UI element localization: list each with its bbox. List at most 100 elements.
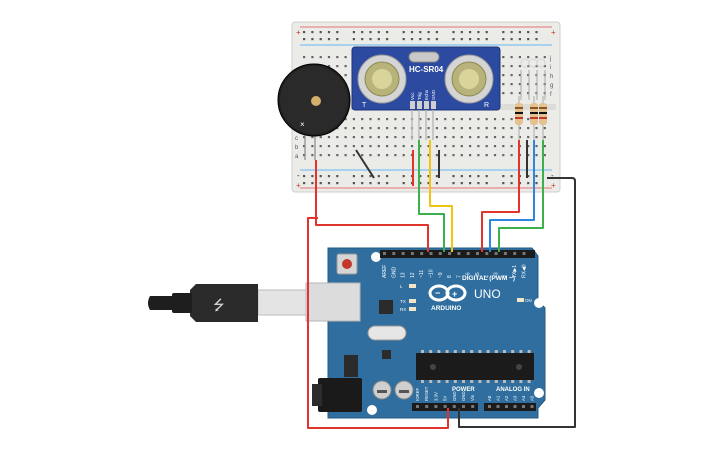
- arduino-logo: − +: [428, 284, 467, 302]
- wire-green: [498, 140, 544, 252]
- usb-icon: ⭍: [213, 297, 225, 313]
- power-pin-label: Vin: [470, 394, 475, 401]
- header-pin[interactable]: [494, 252, 498, 255]
- wire-yellow: [429, 140, 453, 252]
- analog-pin-label: A1: [496, 395, 501, 401]
- on-led: [517, 298, 524, 302]
- header-pin[interactable]: [448, 252, 452, 255]
- breadboard-row-label: c: [295, 136, 298, 142]
- header-pin[interactable]: [471, 405, 475, 408]
- digital-pin-label: 2: [503, 275, 509, 278]
- header-pin[interactable]: [488, 405, 491, 408]
- digital-pin-label: 7: [456, 275, 462, 278]
- header-pin[interactable]: [443, 405, 447, 408]
- header-pin[interactable]: [392, 252, 396, 255]
- analog-header: [484, 403, 536, 411]
- wires: [307, 140, 576, 429]
- header-pin[interactable]: [513, 252, 517, 255]
- power-pin-label: GND: [461, 391, 466, 401]
- led-green: [536, 58, 546, 68]
- usb-cable-end: [148, 296, 174, 310]
- breadboard-row-label: i: [550, 65, 551, 71]
- resistors: [515, 96, 547, 140]
- header-pin[interactable]: [425, 405, 429, 408]
- digital-pin-label: 13: [401, 272, 407, 278]
- analog-pin-label: A3: [513, 395, 518, 401]
- breadboard-row-label: h: [550, 74, 553, 80]
- header-pin[interactable]: [496, 405, 500, 408]
- piezo-buzzer: ×: [277, 63, 351, 160]
- digital-pin-label: ~3: [494, 272, 500, 278]
- header-pin[interactable]: [485, 252, 489, 255]
- power-pin-label: 5V: [443, 396, 448, 401]
- header-pin[interactable]: [434, 405, 438, 408]
- power-label: POWER: [452, 387, 475, 393]
- header-pin[interactable]: [476, 252, 479, 255]
- ultrasonic-sensor: HC-SR04 T R Vcc Trig Echo GND: [351, 46, 501, 140]
- wire-red: [481, 140, 520, 252]
- wire-green: [418, 140, 445, 252]
- header-pin[interactable]: [466, 252, 470, 255]
- on-led-label: ON: [525, 298, 532, 303]
- analog-pin-label: A0: [487, 395, 492, 401]
- header-pin[interactable]: [462, 405, 465, 408]
- digital-pin-label: TX▶1: [512, 265, 518, 278]
- power-header: [412, 403, 478, 411]
- power-pin-label: RESET: [424, 386, 429, 401]
- header-pin[interactable]: [420, 252, 424, 255]
- resistor: [539, 103, 547, 125]
- l-led: [409, 284, 416, 288]
- digital-pin-label: ~11: [419, 270, 425, 278]
- header-pin[interactable]: [503, 252, 507, 255]
- resistor: [530, 103, 538, 125]
- wire-blue: [489, 140, 535, 252]
- breadboard-row-label: j: [549, 56, 551, 62]
- header-pin[interactable]: [383, 252, 386, 255]
- rail-plus-label: +: [551, 28, 556, 37]
- leds: [520, 58, 546, 100]
- header-pin[interactable]: [522, 405, 525, 408]
- sensor-pin-echo: Echo: [424, 89, 429, 100]
- wire-black: [355, 149, 375, 179]
- sensor-pin-trig: Trig: [417, 92, 422, 100]
- header-pin[interactable]: [530, 405, 534, 408]
- l-led-label: L: [400, 284, 403, 289]
- header-pin[interactable]: [505, 405, 508, 408]
- usb-cable: ⭍: [148, 282, 361, 322]
- digital-header: [380, 250, 535, 258]
- digital-pin-label: AREF: [382, 265, 388, 278]
- voltage-regulator: [344, 355, 358, 377]
- wire-red: [307, 217, 449, 429]
- rx-led-label: RX: [400, 307, 406, 312]
- svg-text:+: +: [452, 289, 457, 299]
- digital-pin-label: RX◀0: [522, 264, 528, 278]
- digital-pin-label: 8: [447, 275, 453, 278]
- board-model-label: UNO: [474, 287, 501, 301]
- header-pin[interactable]: [401, 252, 405, 255]
- usb-plug-metal: [257, 289, 307, 316]
- header-pin[interactable]: [522, 252, 526, 255]
- header-pin[interactable]: [438, 252, 442, 255]
- power-jack: [318, 378, 362, 412]
- header-pin[interactable]: [457, 252, 461, 255]
- analog-pin-label: A5: [530, 395, 535, 401]
- digital-label: DIGITAL (PWM ~): [462, 275, 515, 282]
- power-pin-label: GND: [452, 391, 457, 401]
- digital-pin-label: 4: [484, 275, 490, 278]
- rail-minus-label: -: [297, 171, 300, 180]
- digital-pin-label: 12: [410, 272, 416, 278]
- sensor-model-label: HC-SR04: [409, 65, 444, 74]
- wire-black: [458, 177, 576, 428]
- header-pin[interactable]: [452, 405, 456, 408]
- breadboard-row-label: g: [550, 83, 553, 89]
- header-pin[interactable]: [416, 405, 419, 408]
- sensor-pin-legs: [411, 110, 434, 140]
- header-pin[interactable]: [410, 252, 414, 255]
- header-pin[interactable]: [429, 252, 433, 255]
- crystal-oscillator: [367, 325, 407, 341]
- header-pin[interactable]: [513, 405, 517, 408]
